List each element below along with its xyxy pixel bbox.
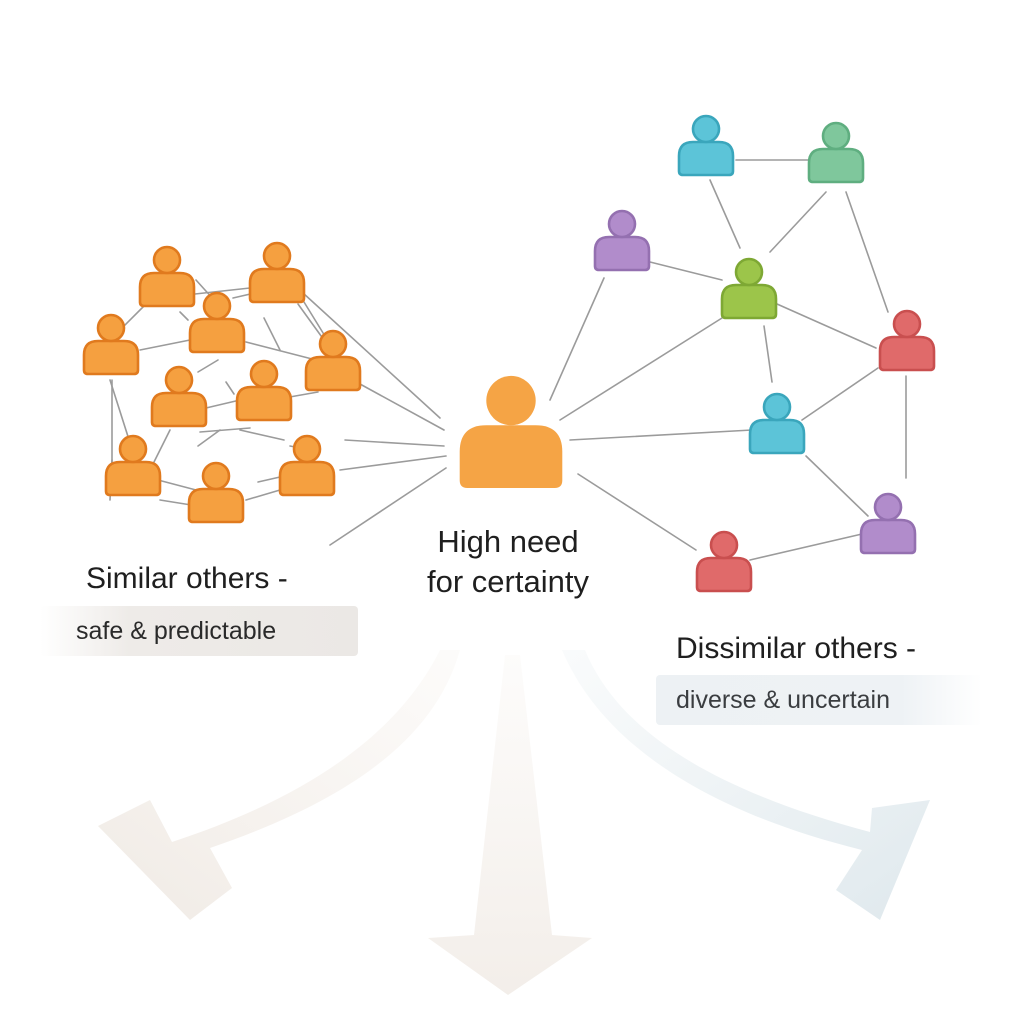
network-edge <box>205 399 241 409</box>
arrow-down-right-icon <box>562 650 930 920</box>
network-edge <box>763 325 773 383</box>
network-edge <box>199 427 251 433</box>
network-edge <box>649 261 723 281</box>
network-edge <box>801 367 879 421</box>
network-edge <box>569 429 753 441</box>
center-person-icon <box>459 375 563 488</box>
network-edge <box>709 179 741 249</box>
similar-person-icon <box>150 365 208 428</box>
dissimilar-person-icon <box>677 114 735 177</box>
network-edge <box>302 292 441 419</box>
network-edge <box>769 191 827 253</box>
similar-person-icon <box>188 291 246 354</box>
network-edge <box>139 339 191 351</box>
arrows <box>98 650 930 995</box>
network-edge <box>359 383 445 431</box>
dissimilar-person-icon <box>593 209 651 272</box>
network-edge <box>239 429 285 441</box>
arrow-down-icon <box>428 655 592 995</box>
network-edge <box>749 533 863 561</box>
network-edge <box>157 479 197 491</box>
network-edge <box>245 489 281 501</box>
network-edge <box>225 381 235 395</box>
dissimilar-person-icon <box>878 309 936 372</box>
network-edge <box>577 473 697 551</box>
similar-others-subheading: safe & predictable <box>40 606 358 656</box>
dissimilar-person-icon <box>807 121 865 184</box>
network-edge <box>263 317 281 351</box>
dissimilar-others-subheading: diverse & uncertain <box>656 675 982 725</box>
network-edge <box>245 341 317 361</box>
similar-person-icon <box>278 434 336 497</box>
network-edge <box>339 455 447 471</box>
similar-person-icon <box>104 434 162 497</box>
dissimilar-person-icon <box>720 257 778 320</box>
arrow-down-left-icon <box>98 650 460 920</box>
network-edge <box>549 277 605 401</box>
dissimilar-person-icon <box>695 530 753 593</box>
similar-person-icon <box>248 241 306 304</box>
network-edge <box>845 191 889 313</box>
network-edge <box>297 303 325 341</box>
dissimilar-others-heading: Dissimilar others - <box>676 632 917 665</box>
network-edge <box>179 311 189 321</box>
network-nodes <box>82 114 936 593</box>
network-edge <box>805 455 869 517</box>
network-edge <box>767 299 877 349</box>
network-edge <box>559 317 723 421</box>
similar-person-icon <box>138 245 196 308</box>
network-edge <box>344 439 445 447</box>
similar-person-icon <box>235 359 293 422</box>
similar-others-heading: Similar others - <box>86 562 288 595</box>
dissimilar-person-icon <box>859 492 917 555</box>
similar-person-icon <box>82 313 140 376</box>
network-edge <box>197 359 219 373</box>
similar-person-icon <box>304 329 362 392</box>
network-edge <box>197 429 221 447</box>
dissimilar-person-icon <box>748 392 806 455</box>
similar-person-icon <box>187 461 245 524</box>
network-edge <box>329 467 447 546</box>
